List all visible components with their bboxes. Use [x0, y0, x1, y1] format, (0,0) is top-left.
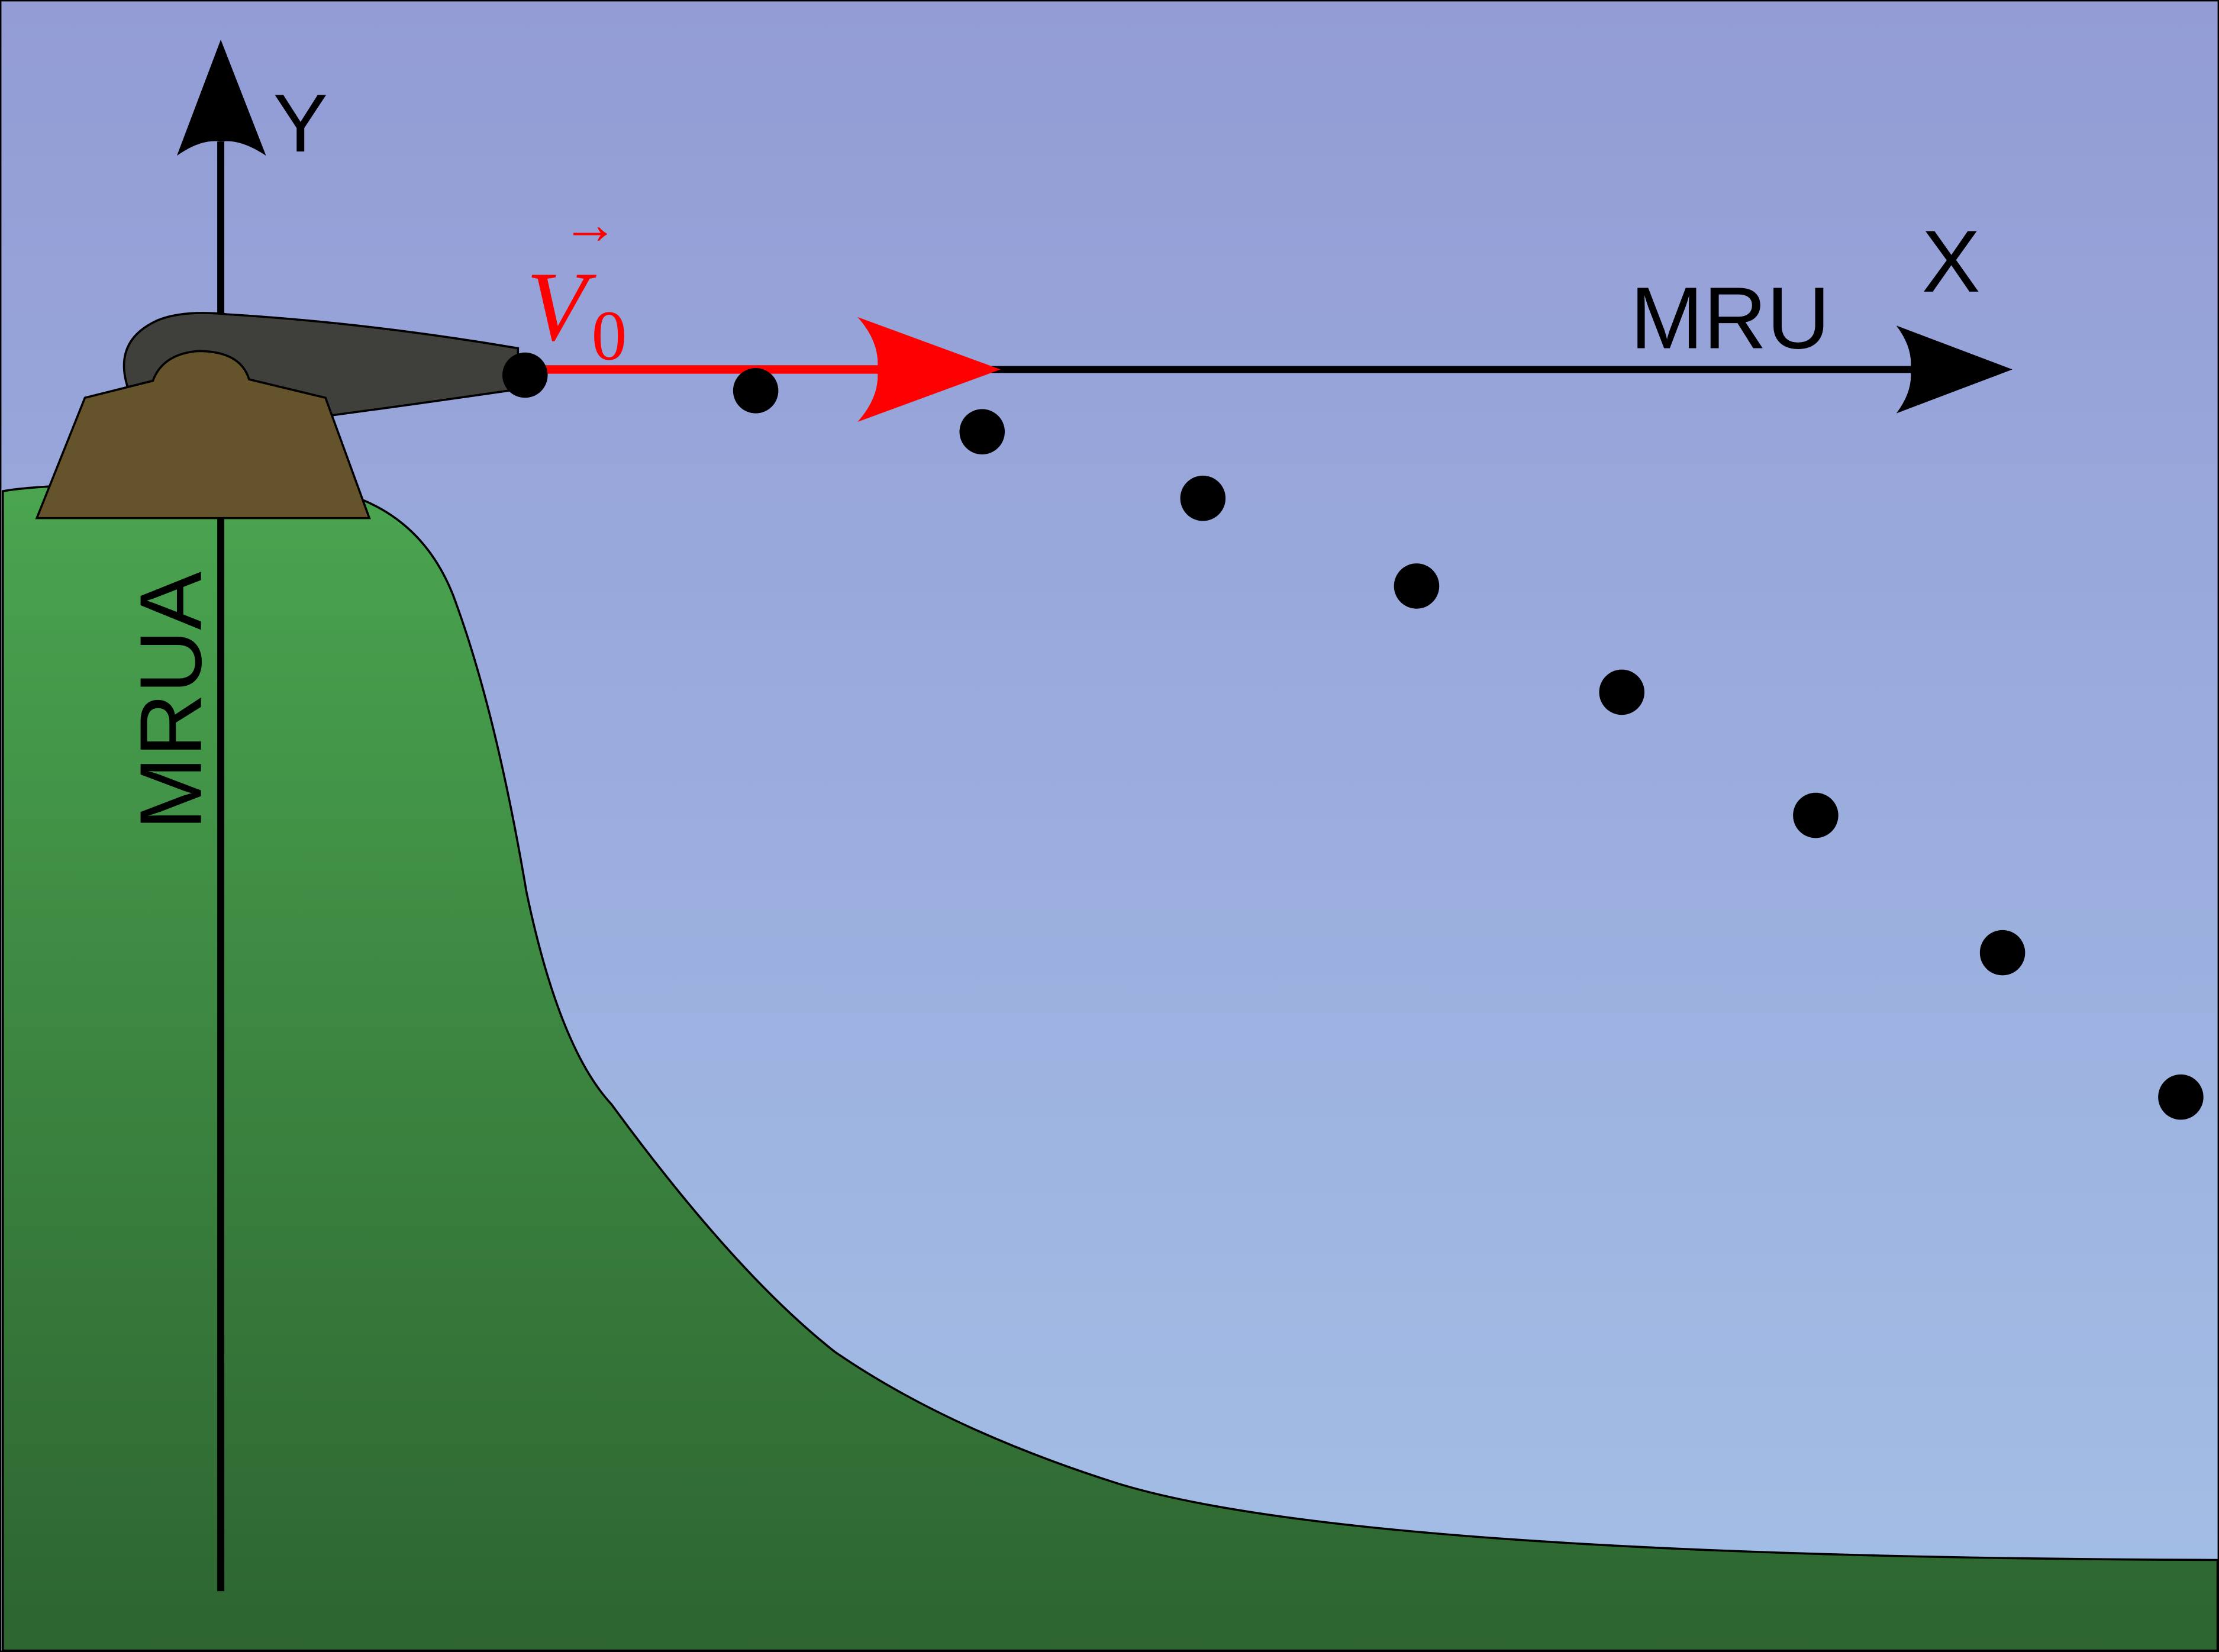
x-axis-label: X — [1922, 213, 1981, 311]
y-axis-arrowhead — [176, 39, 266, 156]
projectile-ball — [959, 409, 1005, 454]
projectile-ball — [502, 352, 548, 398]
initial-velocity-arrowhead — [857, 317, 1001, 422]
x-axis-arrowhead — [1896, 325, 2012, 414]
y-axis-label: Y — [273, 78, 328, 169]
projectile-ball — [733, 368, 779, 414]
projectile-ball — [1599, 669, 1645, 715]
cliff-ground — [1, 482, 2219, 1652]
initial-velocity-arrow-symbol: → — [562, 193, 618, 256]
initial-velocity-subscript: 0 — [592, 296, 627, 375]
horizontal-motion-label: MRU — [1630, 270, 1830, 367]
projectile-ball — [2158, 1074, 2204, 1120]
projectile-ball — [1394, 563, 1440, 609]
projectile-trajectory — [502, 352, 2204, 1120]
projectile-ball — [1979, 930, 2026, 976]
projectile-ball — [1793, 792, 1839, 838]
projectile-ball — [1180, 475, 1226, 521]
initial-velocity-symbol: V — [527, 252, 597, 362]
vertical-motion-label: MRUA — [122, 572, 220, 830]
cannon-base — [35, 350, 371, 520]
